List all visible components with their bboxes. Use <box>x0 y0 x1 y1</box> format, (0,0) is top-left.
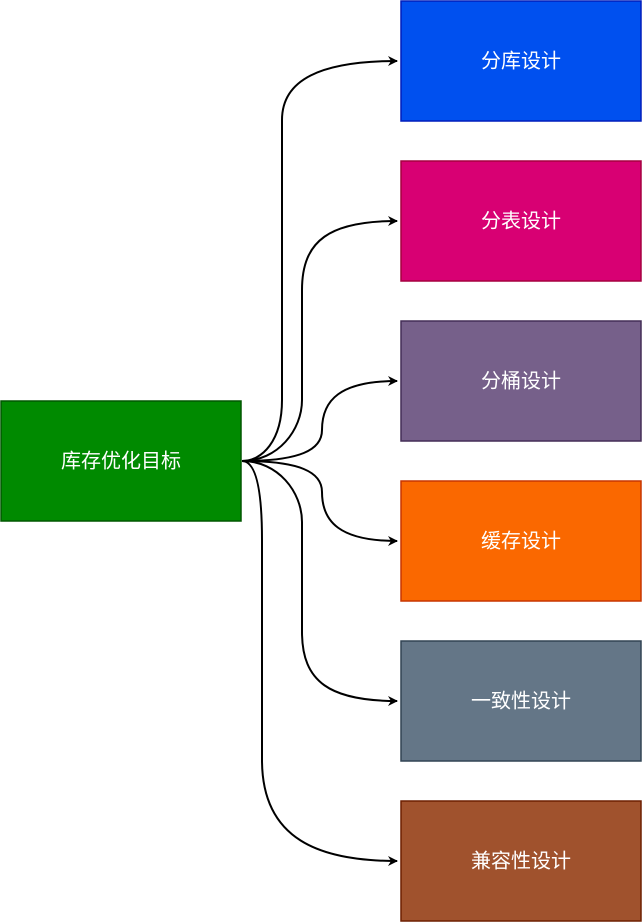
child-node-label: 兼容性设计 <box>471 849 571 873</box>
root-node-label: 库存优化目标 <box>61 449 181 473</box>
connector-root-to-sharding <box>241 56 398 462</box>
child-node-box <box>401 161 641 281</box>
connector-root-to-compatibility <box>241 460 398 866</box>
child-node-table-split[interactable]: 分表设计 <box>400 160 642 282</box>
connector-root-to-cache <box>241 460 398 546</box>
child-node-border <box>400 640 642 762</box>
child-node-border <box>400 800 642 922</box>
child-node-bucketing[interactable]: 分桶设计 <box>400 320 642 442</box>
child-node-box <box>401 641 641 761</box>
child-node-border <box>400 0 642 122</box>
connector-root-to-table-split <box>241 216 398 462</box>
child-node-border <box>400 480 642 602</box>
connector-root-to-consistency <box>241 460 398 706</box>
child-node-border <box>400 160 642 282</box>
child-node-box <box>401 1 641 121</box>
child-node-sharding[interactable]: 分库设计 <box>400 0 642 122</box>
child-node-box <box>401 801 641 921</box>
root-node-box <box>1 401 241 521</box>
child-node-label: 分库设计 <box>481 49 561 73</box>
child-node-box <box>401 481 641 601</box>
connector-root-to-bucketing <box>241 376 398 462</box>
child-node-compatibility[interactable]: 兼容性设计 <box>400 800 642 922</box>
child-node-consistency[interactable]: 一致性设计 <box>400 640 642 762</box>
child-node-cache[interactable]: 缓存设计 <box>400 480 642 602</box>
child-node-label: 分桶设计 <box>481 369 561 393</box>
child-node-label: 分表设计 <box>481 209 561 233</box>
child-node-border <box>400 320 642 442</box>
child-node-label: 缓存设计 <box>481 529 561 553</box>
child-node-label: 一致性设计 <box>471 689 571 713</box>
connector-group <box>241 56 398 866</box>
root-node-border <box>0 400 242 522</box>
root-node[interactable]: 库存优化目标 <box>0 400 242 522</box>
child-node-box <box>401 321 641 441</box>
